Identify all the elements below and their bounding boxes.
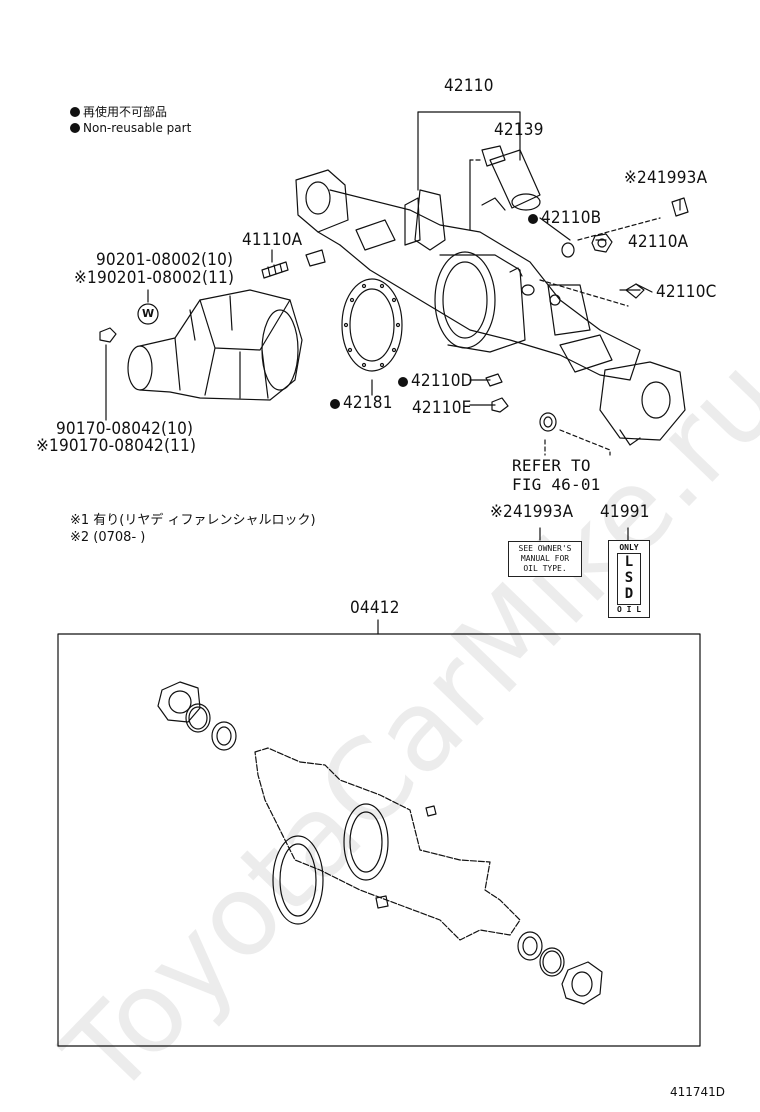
part-42181-gasket — [341, 278, 403, 372]
label-42110: 42110 — [444, 76, 494, 96]
label-90201-11: ※190201-08002(11) — [74, 268, 235, 288]
non-reusable-dot-icon — [398, 377, 408, 387]
lsd-letter-l: L — [624, 554, 634, 570]
lsd-letter-box: L S D — [617, 553, 641, 605]
label-42181: 42181 — [330, 395, 393, 412]
oil-label-line-3: OIL TYPE. — [523, 564, 567, 573]
lsd-letter-s: S — [624, 570, 634, 586]
label-42139: 42139 — [494, 120, 544, 140]
label-41110a: 41110A — [242, 230, 303, 250]
legend-en-text: Non-reusable part — [83, 121, 192, 135]
figure-code: 411741D — [670, 1085, 726, 1099]
non-reusable-dot-icon — [330, 399, 340, 409]
label-41991: 41991 — [600, 502, 650, 522]
oil-label-line-1: SEE OWNER'S — [518, 544, 572, 553]
plugs-42110d-42110e — [485, 373, 557, 432]
label-42110b: 42110B — [528, 210, 601, 227]
note-2: ※2 (0708- ) — [70, 530, 146, 545]
legend-jp: 再使用不可部品 — [70, 106, 167, 118]
label-42110d: 42110D — [398, 373, 473, 390]
differential-carrier — [127, 289, 303, 401]
label-42181-text: 42181 — [343, 393, 393, 413]
note-1: ※1 有り(リヤデ ィファレンシャルロック) — [70, 513, 316, 528]
label-90170-10: 90170-08042(10) — [56, 419, 194, 439]
label-41993a-mid: ※241993A — [490, 502, 574, 522]
label-42110d-text: 42110D — [411, 371, 473, 391]
oil-label-line-2: MANUAL FOR — [520, 554, 570, 563]
lsd-oil-label: ONLY L S D O I L — [608, 540, 650, 618]
kit-04412-contents — [157, 681, 603, 1005]
part-42110c-breather — [625, 283, 653, 299]
tag-41993a-shape — [671, 197, 689, 217]
axle-housing — [295, 169, 686, 446]
label-42110e: 42110E — [412, 398, 472, 418]
refer-line-1: REFER TO — [512, 456, 591, 475]
part-90170-nut — [99, 327, 117, 343]
legend-jp-text: 再使用不可部品 — [83, 105, 168, 119]
label-42110a: 42110A — [628, 232, 689, 252]
lsd-bottom-text: O I L — [616, 605, 642, 614]
label-04412: 04412 — [350, 598, 400, 618]
label-42110c: 42110C — [656, 282, 717, 302]
w-marker: W — [142, 307, 155, 320]
part-41110a-stud — [261, 261, 289, 279]
leader-lines — [105, 111, 681, 635]
label-41993a-top: ※241993A — [624, 168, 708, 188]
lsd-top-text: ONLY — [619, 543, 639, 552]
non-reusable-dot-icon — [70, 107, 80, 117]
w-marker-circle — [137, 303, 159, 325]
label-90201-10: 90201-08002(10) — [96, 250, 234, 270]
non-reusable-dot-icon — [528, 214, 538, 224]
parts-42110b-42110a — [561, 233, 613, 258]
part-42139-sleeve — [481, 145, 541, 211]
non-reusable-dot-icon — [70, 123, 80, 133]
refer-line-2: FIG 46-01 — [512, 475, 601, 494]
lsd-letter-d: D — [624, 586, 634, 602]
label-42110b-text: 42110B — [541, 208, 602, 228]
label-90170-11: ※190170-08042(11) — [36, 436, 197, 456]
kit-04412-frame — [57, 633, 701, 1047]
oil-type-label: SEE OWNER'S MANUAL FOR OIL TYPE. — [508, 541, 582, 577]
legend-en: Non-reusable part — [70, 122, 191, 134]
